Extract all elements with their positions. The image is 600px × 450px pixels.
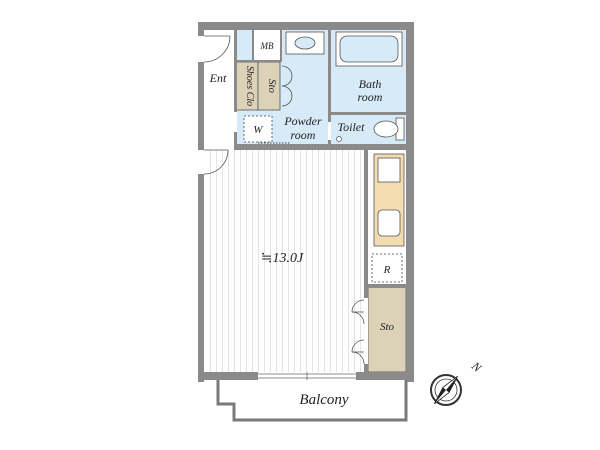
kitchen-counter [373, 153, 405, 247]
label-shoe-closet: Shoes Clo [244, 66, 255, 106]
label-living-area: ≒13.0J [261, 251, 304, 266]
bathtub [335, 31, 403, 67]
label-storage-top: Sto [266, 79, 278, 94]
toilet-fixture [336, 117, 405, 142]
compass-icon [430, 374, 462, 406]
closet-doors-top [281, 65, 293, 107]
label-washer: W [253, 124, 263, 136]
label-bath-line2: room [358, 90, 383, 104]
fridge-space [371, 253, 403, 283]
label-toilet: Toilet [338, 120, 366, 134]
entrance-door [203, 35, 231, 63]
label-storage-main: Sto [380, 321, 395, 333]
mb-floor [254, 30, 280, 60]
hall-floor [204, 100, 234, 150]
label-bath-line1: Bath [359, 77, 382, 91]
balcony-outline [216, 380, 408, 422]
compass-north-label: N [468, 358, 485, 375]
living-room-floor [208, 150, 368, 372]
label-balcony: Balcony [299, 392, 348, 408]
label-entrance: Ent [209, 71, 227, 85]
label-powder-line2: room [291, 128, 316, 142]
label-powder-line1: Powder [283, 114, 322, 128]
washer-space [243, 115, 273, 143]
closet-doors-main [351, 299, 365, 365]
hall-door [203, 149, 229, 175]
label-fridge: R [383, 264, 391, 276]
label-mb: MB [260, 41, 274, 51]
wash-basin [285, 31, 325, 55]
